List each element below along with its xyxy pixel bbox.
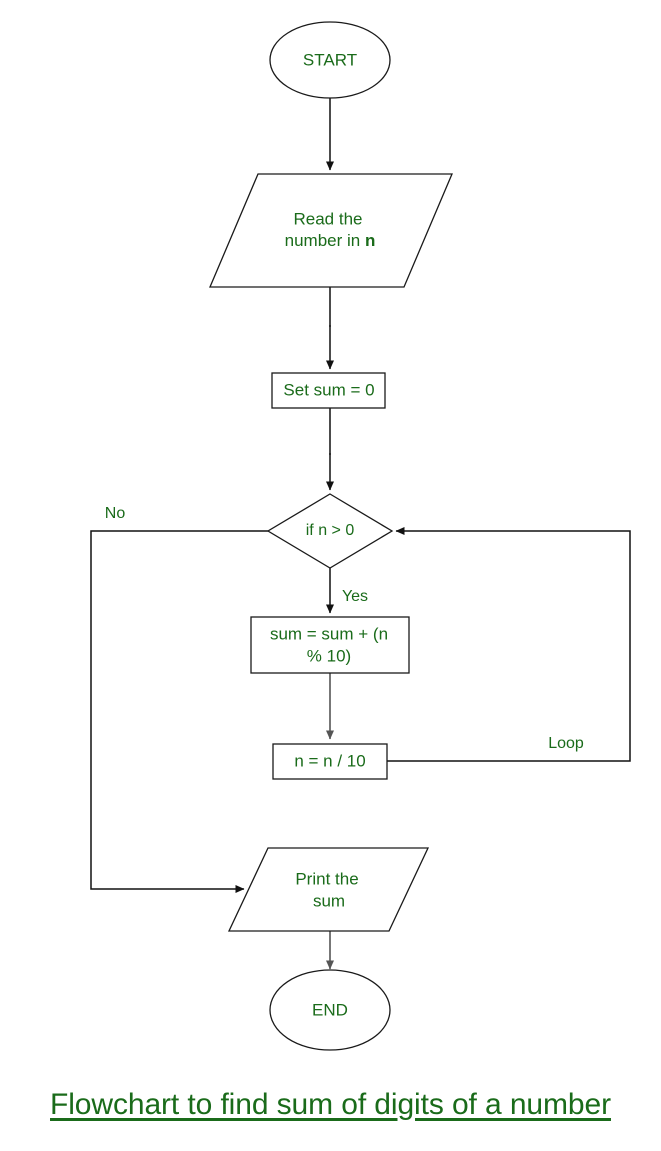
divide-label: n = n / 10	[294, 751, 365, 770]
end-ellipse	[269, 969, 391, 1051]
node-init-sum[interactable]: Set sum = 0	[271, 372, 386, 409]
diagram-caption: Flowchart to find sum of digits of a num…	[50, 1088, 611, 1121]
node-end[interactable]: END	[269, 969, 391, 1051]
connector-decision-no-to-print	[90, 530, 268, 893]
node-start[interactable]: START	[269, 21, 391, 99]
node-print-sum[interactable]: Print the sum	[227, 847, 430, 932]
node-decision-n-greater-zero[interactable]: if n > 0	[266, 493, 394, 569]
read-label-line2-prefix: number in	[285, 231, 365, 250]
accum-label-line2: % 10)	[307, 646, 351, 665]
read-label-variable: n	[365, 231, 375, 250]
edge-label-yes: Yes	[342, 588, 368, 605]
print-label-line2: sum	[313, 891, 345, 910]
init-label: Set sum = 0	[283, 380, 374, 399]
connector-divide-loop-to-decision	[387, 527, 631, 762]
node-read-input[interactable]: Read the number in n	[209, 173, 453, 288]
print-parallelogram	[227, 847, 430, 932]
end-label: END	[312, 1000, 348, 1019]
decision-label: if n > 0	[306, 522, 355, 539]
node-divide-n[interactable]: n = n / 10	[272, 743, 388, 780]
edge-label-loop: Loop	[548, 735, 584, 752]
read-parallelogram	[209, 173, 453, 288]
init-rectangle	[271, 372, 386, 409]
read-label-line1: Read the	[294, 209, 363, 228]
accum-rectangle	[250, 616, 410, 674]
edge-label-no: No	[105, 505, 126, 522]
read-label-line2: number in n	[285, 231, 376, 250]
start-ellipse	[269, 21, 391, 99]
print-label-line1: Print the	[295, 869, 358, 888]
accum-label-line1: sum = sum + (n	[270, 624, 388, 643]
divide-rectangle	[272, 743, 388, 780]
start-label: START	[303, 50, 357, 69]
node-accumulate-sum[interactable]: sum = sum + (n % 10)	[250, 616, 410, 674]
decision-diamond	[266, 493, 394, 569]
